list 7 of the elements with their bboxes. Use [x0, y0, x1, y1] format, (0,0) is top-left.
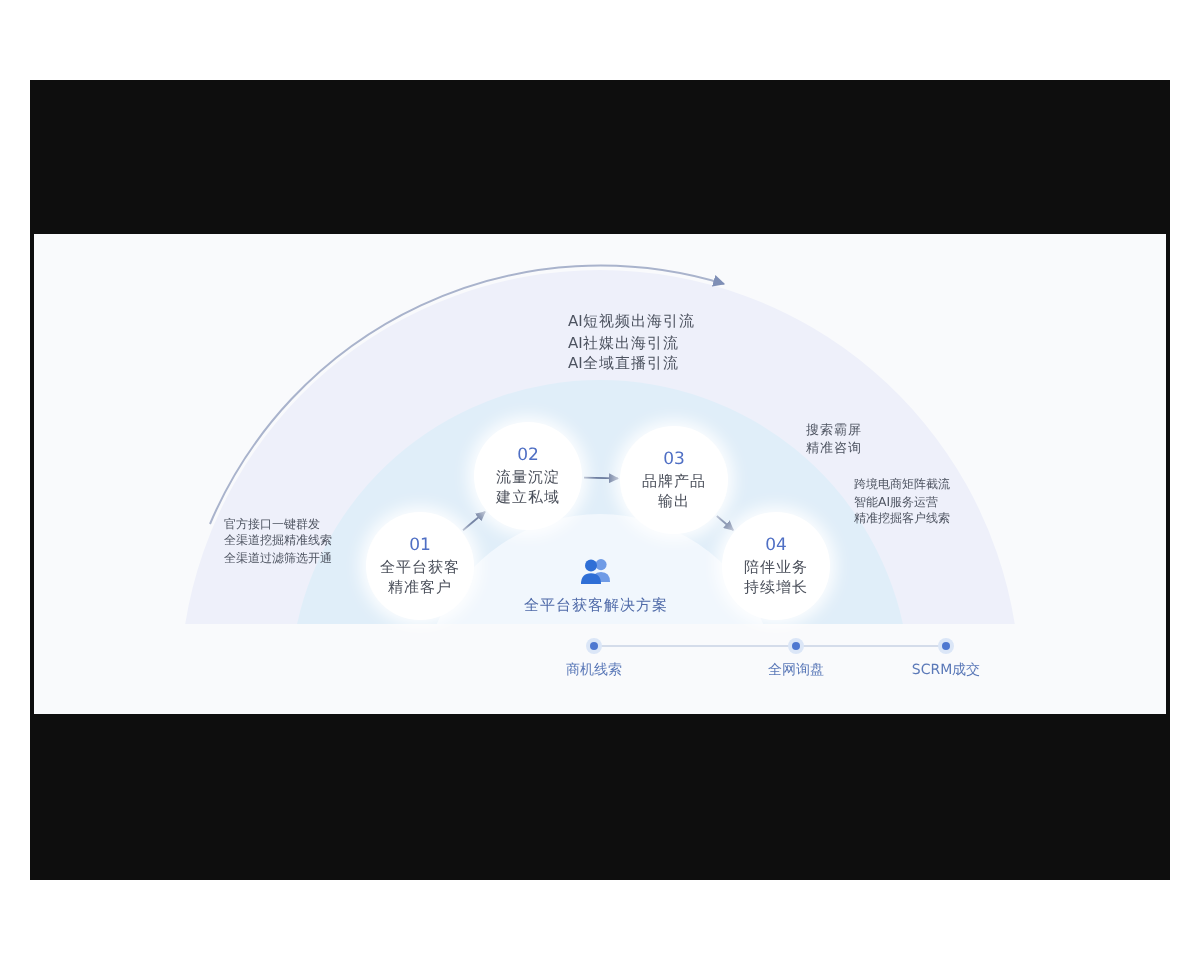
arrow: [583, 473, 619, 484]
arrow: [462, 510, 486, 532]
step-number: 02: [517, 445, 539, 467]
step-number: 04: [765, 535, 787, 557]
step-number: 03: [663, 449, 685, 471]
step-number: 01: [409, 535, 431, 557]
arrow: [715, 515, 735, 531]
